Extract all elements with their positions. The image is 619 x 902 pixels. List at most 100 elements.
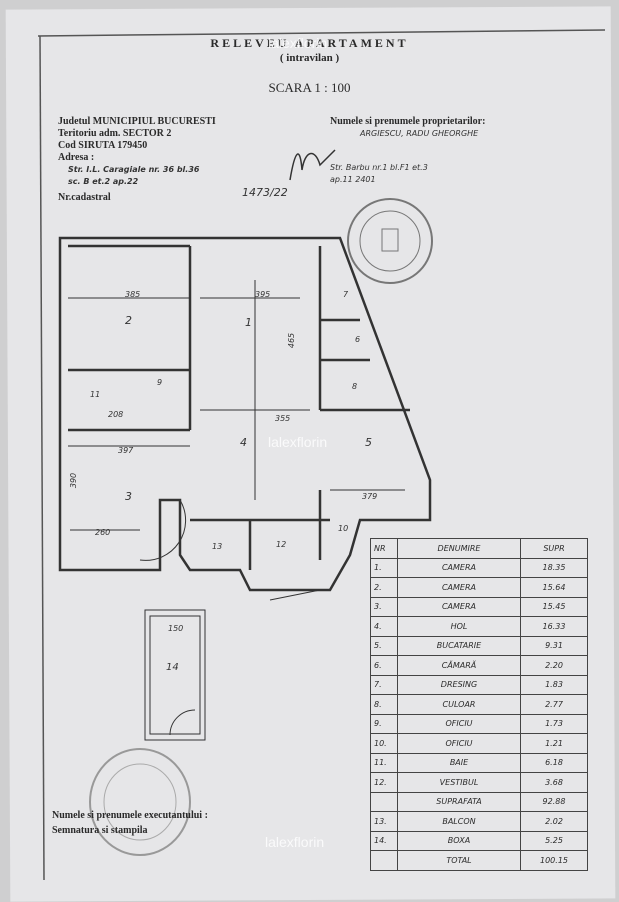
room-8: 8 <box>352 382 358 391</box>
row-area: 2.77 <box>520 694 588 715</box>
row-area: 2.20 <box>520 655 588 676</box>
watermark-middle: lalexflorin <box>268 434 328 450</box>
row-name: CĂMARĂ <box>397 655 521 676</box>
row-name: BAIE <box>397 752 521 773</box>
dim-385: 385 <box>125 290 141 299</box>
room-5: 5 <box>365 436 372 449</box>
executant-stamp <box>89 748 191 856</box>
row-area: 6.18 <box>520 752 588 773</box>
judet: Judetul MUNICIPIUL BUCURESTI <box>58 116 216 127</box>
dim-379: 379 <box>362 492 378 501</box>
row-area: 15.45 <box>520 596 588 617</box>
row-name: VESTIBUL <box>397 772 521 793</box>
row-number: 9. <box>370 713 398 734</box>
row-name: BUCATARIE <box>397 635 521 656</box>
row-area: 92.88 <box>520 791 588 812</box>
adresa-label: Adresa : <box>58 152 95 163</box>
room-4: 4 <box>240 436 247 449</box>
row-name: CAMERA <box>397 596 521 617</box>
row-name: CAMERA <box>397 577 521 598</box>
owners-label: Numele si prenumele proprietarilor: <box>330 116 486 127</box>
signature <box>289 149 336 181</box>
row-name: CULOAR <box>397 694 521 715</box>
room-1: 1 <box>245 316 252 329</box>
row-number <box>370 850 398 871</box>
document-title: RELEVEU APARTAMENT <box>210 36 409 50</box>
teritoriu: Teritoriu adm. SECTOR 2 <box>58 128 172 139</box>
row-area: 16.33 <box>520 616 588 637</box>
row-number: 2. <box>370 577 398 598</box>
row-name: BALCON <box>397 811 521 832</box>
row-number: 14. <box>370 830 398 851</box>
row-name: OFICIU <box>397 733 521 754</box>
row-name: TOTAL <box>397 850 521 871</box>
cadastral-label: Nr.cadastral <box>58 192 111 203</box>
row-name: CAMERA <box>397 557 521 578</box>
row-area: 9.31 <box>520 635 588 656</box>
room-11: 11 <box>90 390 101 399</box>
row-name: HOL <box>397 616 521 637</box>
watermark-bottom: lalexflorin <box>265 834 325 850</box>
row-name: DRESING <box>397 674 521 695</box>
room-13: 13 <box>212 542 223 551</box>
siruta: Cod SIRUTA 179450 <box>58 140 148 151</box>
row-number: 1. <box>370 557 398 578</box>
reference-number: 1473/22 <box>242 186 288 199</box>
dim-150: 150 <box>168 624 184 633</box>
room-14: 14 <box>166 662 179 673</box>
row-number <box>370 791 398 812</box>
dim-208: 208 <box>108 410 124 419</box>
row-number: 3. <box>370 596 398 617</box>
dim-390: 390 <box>69 472 79 489</box>
dim-355: 355 <box>275 414 291 423</box>
row-area: 1.83 <box>520 674 588 695</box>
row-number: 13. <box>370 811 398 832</box>
executant-label: Numele si prenumele executantului : <box>52 810 208 821</box>
watermark-top: lalexflorin <box>268 35 328 51</box>
row-number: 10. <box>370 733 398 754</box>
row-number: 11. <box>370 752 398 773</box>
row-number: 4. <box>370 616 398 637</box>
room-2: 2 <box>125 314 132 327</box>
row-area: 1.21 <box>520 733 588 754</box>
official-stamp <box>347 198 433 284</box>
row-number: 12. <box>370 772 398 793</box>
room-6: 6 <box>355 335 361 344</box>
owners-block: Numele si prenumele proprietarilor: ARGI… <box>330 116 485 186</box>
scale-label: SCARA 1 : 100 <box>268 80 351 95</box>
row-area: 18.35 <box>520 557 588 578</box>
row-area: 15.64 <box>520 577 588 598</box>
row-area: 2.02 <box>520 811 588 832</box>
dim-395: 395 <box>255 290 271 299</box>
room-7: 7 <box>343 290 349 299</box>
row-number: 6. <box>370 655 398 676</box>
adresa-line2: sc. B et.2 ap.22 <box>68 177 139 186</box>
table-header: NR DENUMIRE SUPR <box>370 538 588 559</box>
document-subtitle: ( intravilan ) <box>279 52 340 64</box>
adresa-line1: Str. I.L. Caragiale nr. 36 bl.36 <box>68 165 200 174</box>
dim-260: 260 <box>95 528 111 537</box>
row-name: BOXA <box>397 830 521 851</box>
room-10: 10 <box>338 524 349 533</box>
row-number: 7. <box>370 674 398 695</box>
dim-397: 397 <box>118 446 134 455</box>
owners-address-line2: ap.11 2401 <box>330 175 376 184</box>
signature-label: Semnatura si stampila <box>52 825 148 836</box>
row-name: OFICIU <box>397 713 521 734</box>
